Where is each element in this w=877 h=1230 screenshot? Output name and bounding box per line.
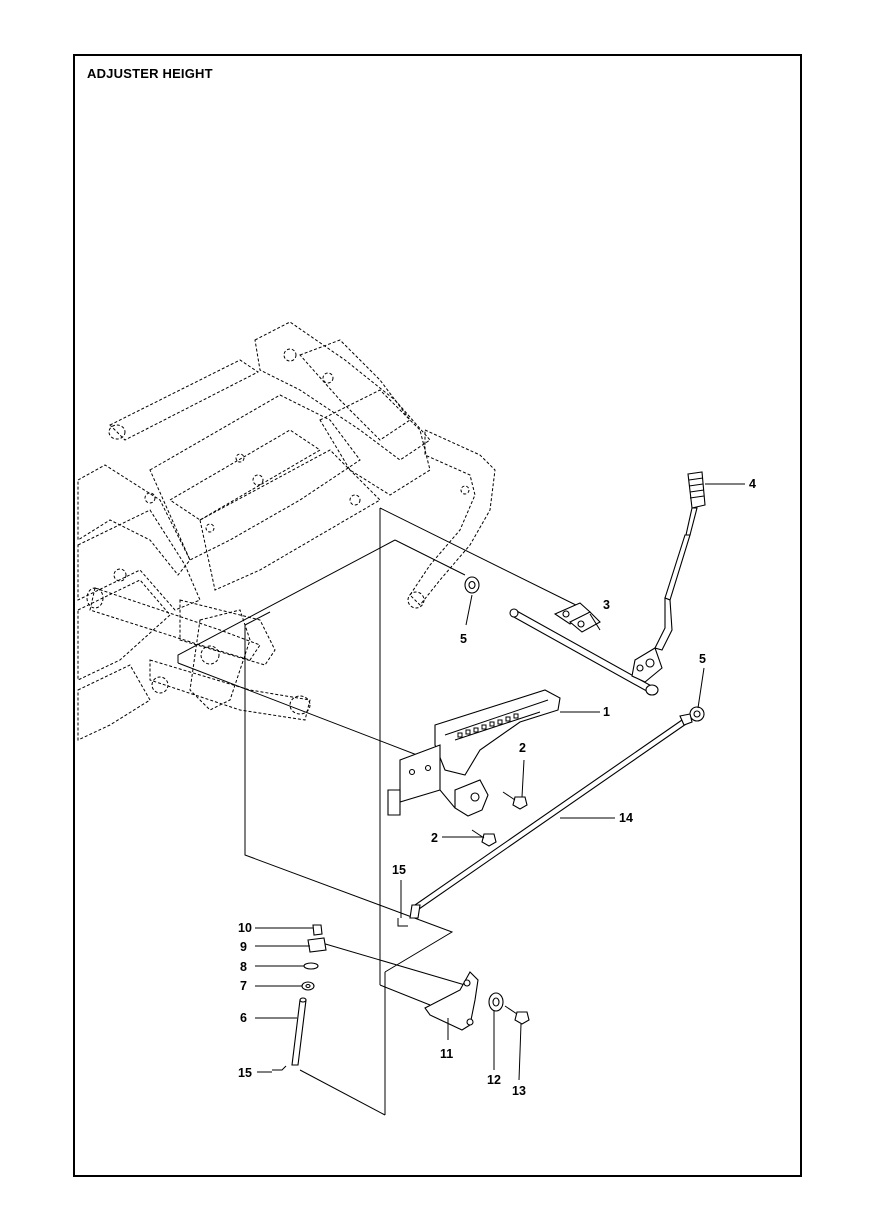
callout-7: 7 [240, 979, 247, 993]
part-3-shaft [509, 602, 659, 696]
callout-12: 12 [487, 1073, 501, 1087]
callout-15b: 15 [238, 1066, 252, 1080]
callout-15a: 15 [392, 863, 406, 877]
part-11-to-13-arm-assembly [424, 971, 530, 1031]
diagram-title: ADJUSTER HEIGHT [87, 66, 213, 81]
callout-14: 14 [619, 811, 633, 825]
callout-6: 6 [240, 1011, 247, 1025]
callout-9: 9 [240, 940, 247, 954]
adjustment-notches [457, 713, 519, 738]
callout-10: 10 [238, 921, 252, 935]
part-15-clips [272, 918, 408, 1071]
chassis-frame [77, 321, 496, 741]
callout-11: 11 [440, 1047, 453, 1061]
callout-1: 1 [603, 705, 610, 719]
part-1-bracket [387, 689, 561, 817]
callout-8: 8 [240, 960, 247, 974]
callout-labels: 1 2 2 3 4 5 5 6 7 8 9 10 11 12 13 14 15 … [238, 477, 756, 1098]
callout-3: 3 [603, 598, 610, 612]
part-4-lever [631, 471, 706, 683]
callout-2a: 2 [519, 741, 526, 755]
callout-5b: 5 [699, 652, 706, 666]
callout-13: 13 [512, 1084, 526, 1098]
part-2-bolts [471, 791, 528, 847]
assembly-guide-lines [177, 507, 591, 1116]
diagram-frame [73, 54, 802, 1177]
callout-leaders [255, 483, 745, 1081]
part-14-rod [409, 713, 693, 919]
callout-4: 4 [749, 477, 756, 491]
callout-2b: 2 [431, 831, 438, 845]
callout-5a: 5 [460, 632, 467, 646]
